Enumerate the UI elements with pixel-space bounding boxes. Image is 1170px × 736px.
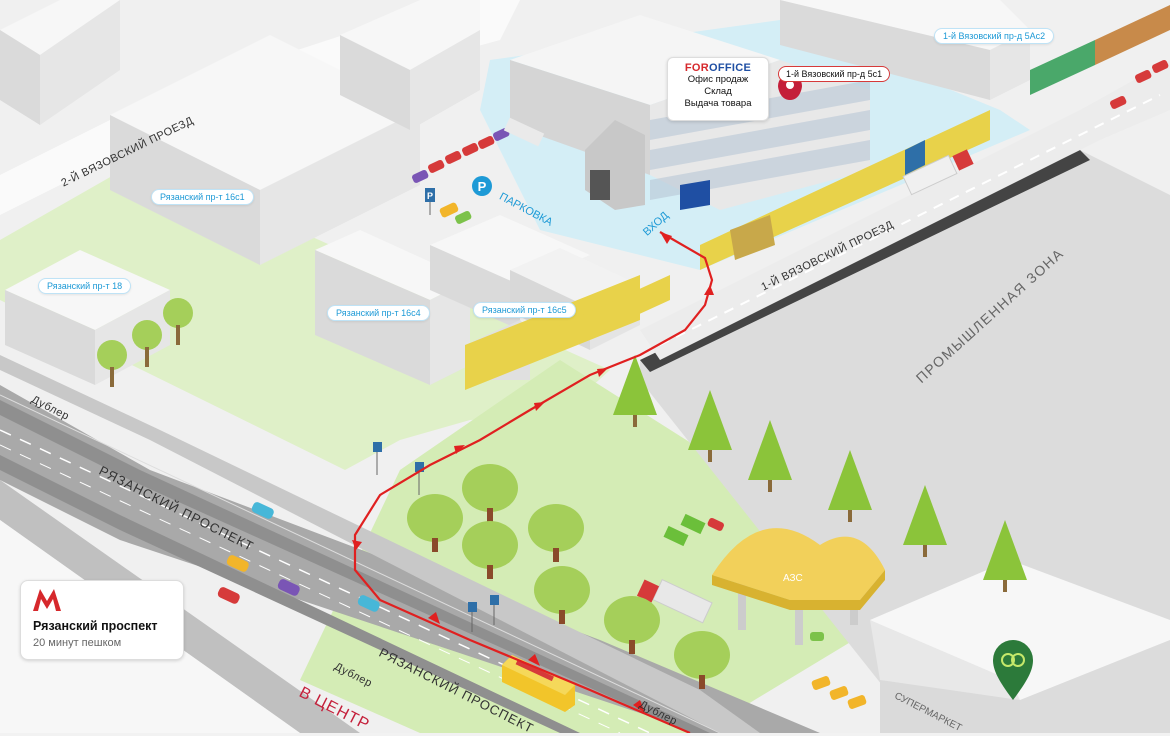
metro-walk-time: 20 минут пешком [33,637,122,649]
building-label-16c4: Рязанский пр-т 16с4 [327,305,430,321]
svg-text:P: P [478,179,487,194]
gas-station-label: АЗС [783,573,803,584]
parked-cars [412,117,867,709]
building-label-18: Рязанский пр-т 18 [38,278,132,294]
office-line-pickup: Выдача товара [684,98,752,109]
building-label-5ac2: 1-й Вязовский пр-д 5Ас2 [934,28,1055,44]
industrial-fence [640,150,1090,372]
conifer-trees [613,355,1027,592]
building-5ac2 [780,0,1030,100]
grass-area [0,160,610,470]
building-top-mid [340,0,480,130]
metro-icon [33,589,61,611]
parking-icon: P [472,176,492,196]
parking-sign-icon: P [425,188,435,215]
supermarket-pin-icon [993,640,1033,700]
green-fence [1030,40,1095,95]
office-line-sales: Офис продаж [687,74,749,85]
gas-station [712,528,885,645]
office-line-warehouse: Склад [704,86,732,97]
walking-route [352,231,714,733]
metro-callout: Рязанский проспект 20 минут пешком [20,580,184,660]
building-label-16c5: Рязанский пр-т 16с5 [473,302,576,318]
metro-station-name: Рязанский проспект [33,619,158,633]
road-1st [640,60,1170,360]
office-callout: FOROFFICE Офис продаж Склад Выдача товар… [667,57,769,121]
svg-text:P: P [427,191,433,201]
bus [502,655,575,712]
pedestrian-signs [373,442,499,632]
building-supermarket [870,560,1170,733]
building-label-16c1: Рязанский пр-т 16с1 [151,189,254,205]
office-address: 1-й Вязовский пр-д 5с1 [778,66,891,82]
highway-cars [217,59,1169,612]
foroffice-logo: FOROFFICE [684,62,752,74]
trees [97,298,730,689]
building-top-left [0,0,120,125]
brown-fence [1095,5,1170,65]
trucks [636,149,974,624]
